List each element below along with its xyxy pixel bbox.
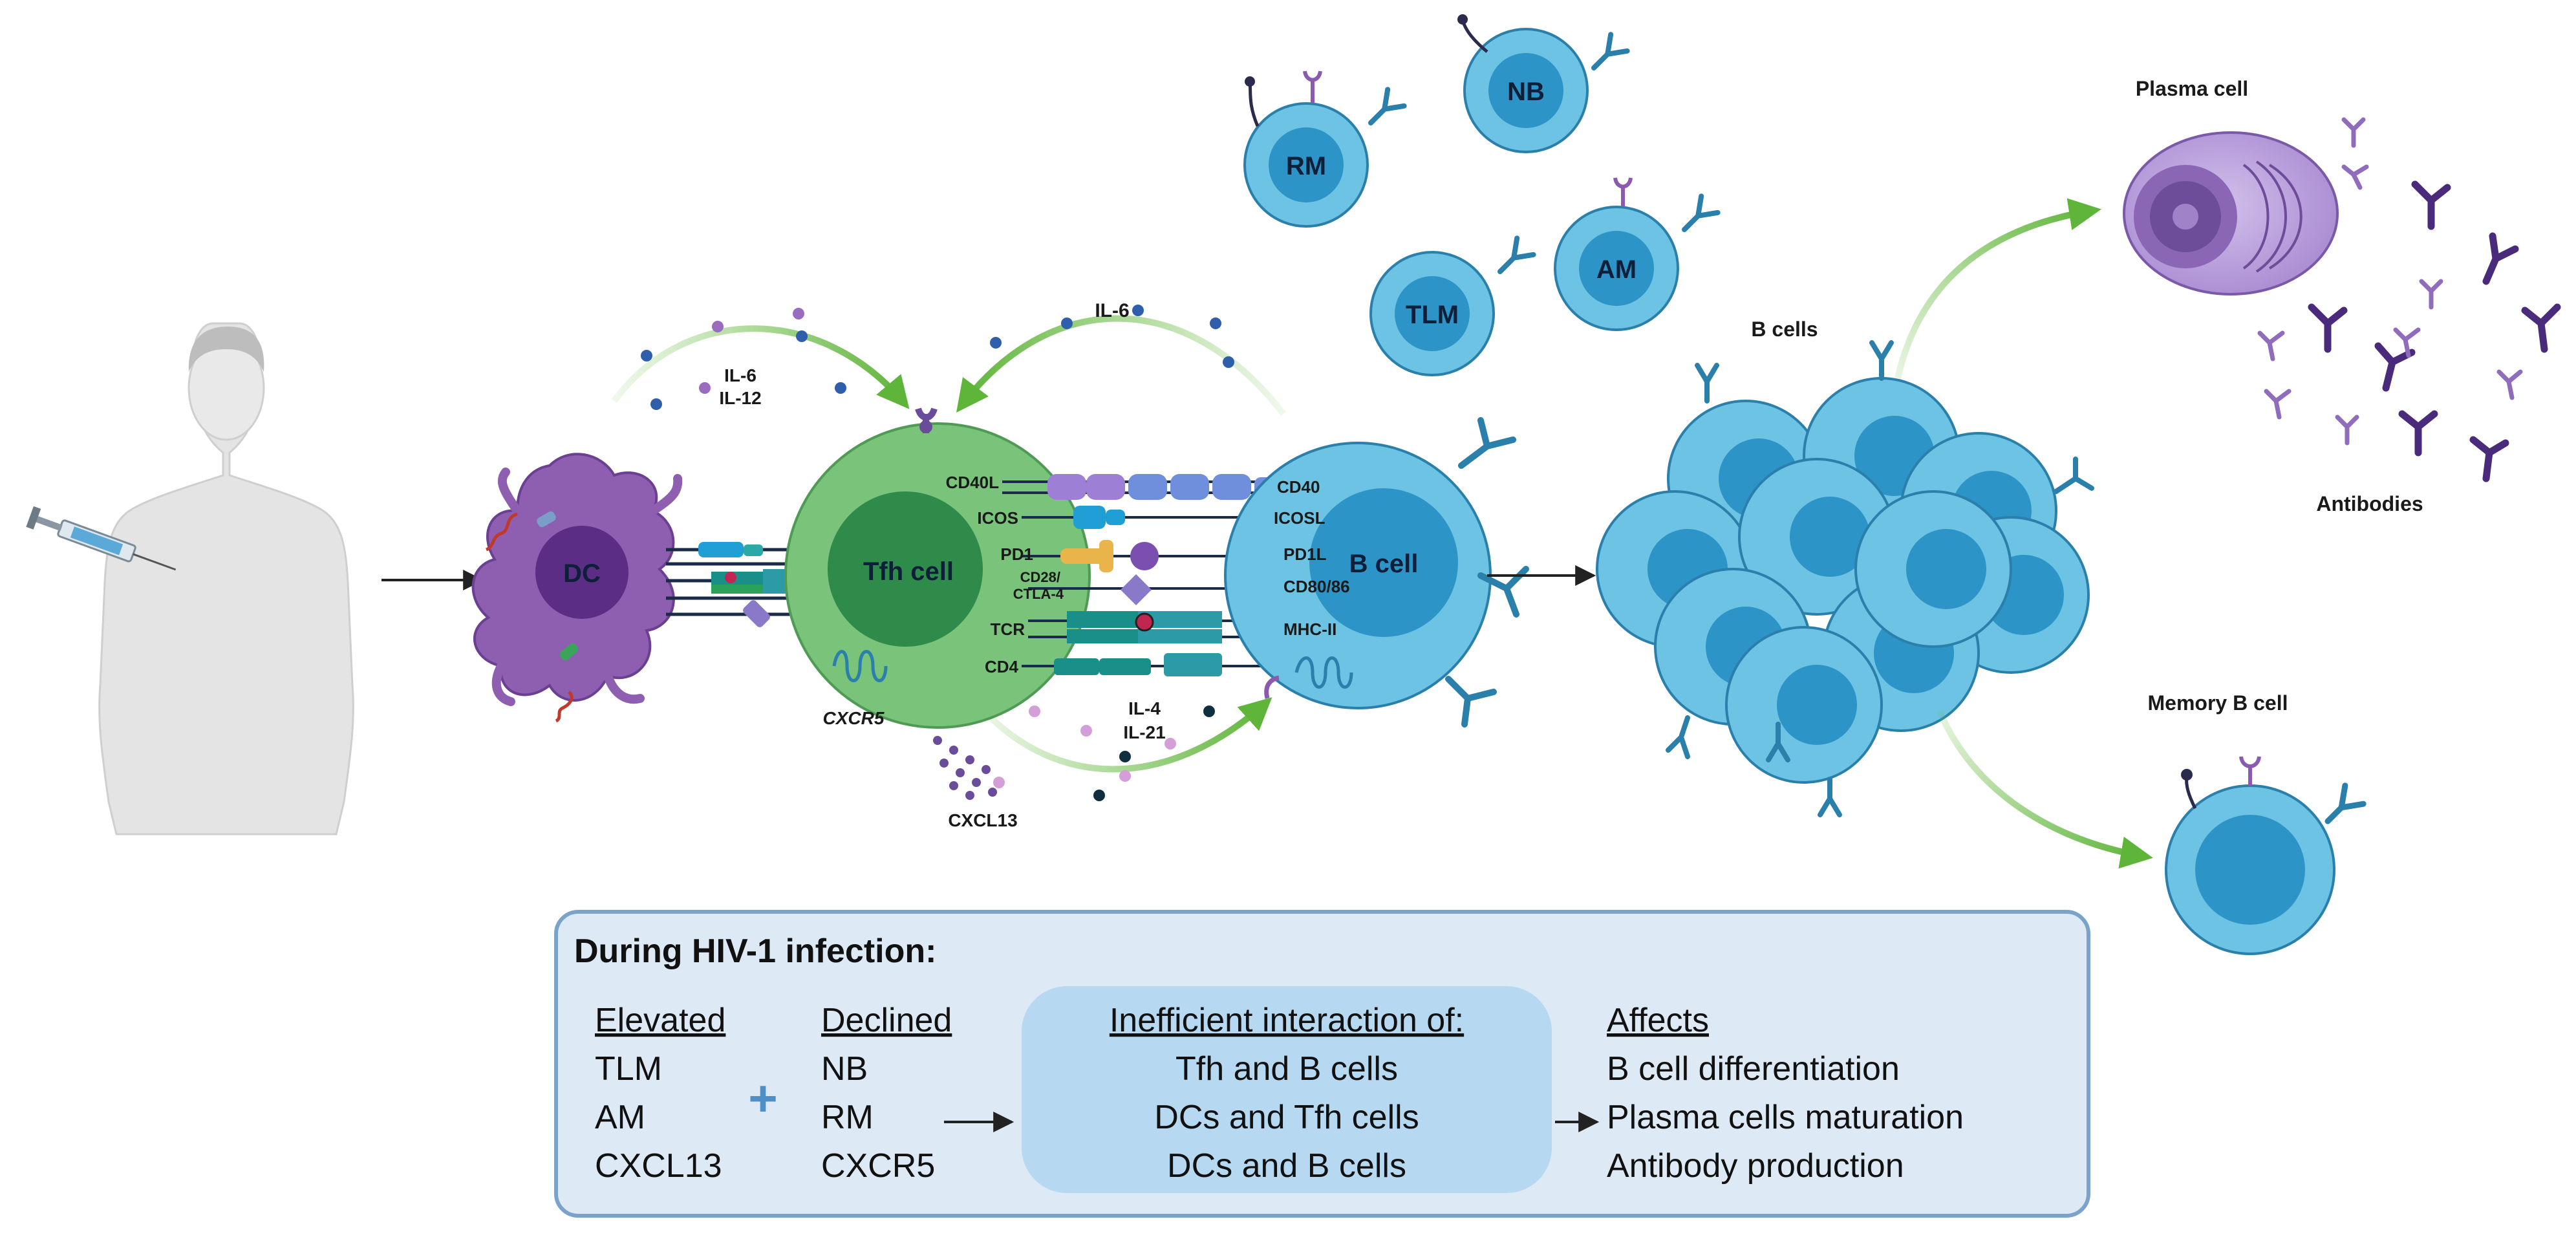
cxcl13-label: CXCL13: [948, 810, 1017, 830]
receptor-pd1: PD1: [1000, 544, 1033, 564]
nb-label: NB: [1507, 78, 1545, 106]
declined-item-rm: RM: [821, 1099, 874, 1136]
elevated-item-am: AM: [595, 1099, 645, 1136]
nb-cell: [1457, 14, 1630, 153]
receptor-icos: ICOS: [977, 508, 1018, 528]
affects-item-2: Plasma cells maturation: [1607, 1099, 1964, 1136]
rm-cell: [1243, 70, 1407, 228]
am-cell: [1554, 177, 1721, 331]
arrow-bcell-to-tfh: [956, 315, 1286, 416]
tfh-label: Tfh cell: [863, 557, 954, 586]
declined-heading: Declined: [821, 1002, 952, 1039]
il21-label: IL-21: [1123, 722, 1165, 742]
plus-sign: +: [748, 1070, 778, 1126]
tlm-cell: [1369, 235, 1536, 376]
receptor-cd28: CD28/: [1020, 569, 1060, 585]
arrow-dc-to-tfh: [611, 325, 910, 409]
inefficient-item-2: DCs and Tfh cells: [1154, 1099, 1419, 1136]
inefficient-item-1: Tfh and B cells: [1175, 1050, 1398, 1088]
elevated-item-cxcl13: CXCL13: [595, 1147, 722, 1185]
elevated-item-tlm: TLM: [595, 1050, 662, 1088]
person-figure: [98, 322, 354, 835]
b-cell-cluster: [1596, 340, 2094, 817]
cxcr5-receptor: [832, 650, 888, 682]
dc-label: DC: [563, 559, 601, 588]
receptor-icosl: ICOSL: [1274, 508, 1326, 528]
cytokine-dots: [641, 305, 1234, 801]
info-box: [554, 910, 2090, 1218]
receptor-cd4: CD4: [985, 657, 1019, 676]
inefficient-heading: Inefficient interaction of:: [1110, 1002, 1464, 1039]
declined-item-cxcr5: CXCR5: [821, 1147, 935, 1185]
receptor-cd40: CD40: [1277, 477, 1320, 497]
affects-item-1: B cell differentiation: [1607, 1050, 1900, 1088]
receptor-mhc: MHC-II: [1283, 620, 1336, 639]
receptor-pd1l: PD1L: [1283, 544, 1327, 564]
tfh-cell: [784, 407, 1091, 729]
memory-b-cell: [2165, 756, 2367, 955]
b-cells-cluster-label: B cells: [1751, 318, 1818, 341]
cxcr5-label: CXCR5: [823, 708, 885, 728]
am-label: AM: [1596, 255, 1637, 284]
il6-left-label: IL-6: [724, 365, 757, 385]
il12-label: IL-12: [719, 388, 761, 408]
affects-item-3: Antibody production: [1607, 1147, 1904, 1185]
inefficient-item-3: DCs and B cells: [1167, 1147, 1406, 1185]
receptor-tcr: TCR: [991, 620, 1025, 639]
bcell-label: B cell: [1349, 550, 1419, 578]
il4-label: IL-4: [1128, 698, 1161, 718]
inefficient-highlight: [1022, 986, 1552, 1193]
plasma-cell-label: Plasma cell: [2136, 77, 2248, 100]
receptor-cd80: CD80/86: [1283, 577, 1350, 596]
tlm-label: TLM: [1406, 301, 1459, 329]
plasma-cell: [2123, 131, 2339, 296]
receptor-ctla4: CTLA-4: [1013, 586, 1064, 602]
affects-heading: Affects: [1607, 1002, 1709, 1039]
arrow-cluster-to-plasma: [1894, 198, 2101, 380]
arrow-tfh-to-bcell: [971, 696, 1272, 773]
elevated-heading: Elevated: [595, 1002, 725, 1039]
dendritic-cell: [471, 453, 683, 723]
rm-label: RM: [1286, 152, 1326, 180]
cxcl13-dots: [933, 736, 997, 800]
arrow-cluster-to-memory: [1937, 710, 2153, 869]
b-cell: [1224, 417, 1529, 727]
info-box-title: During HIV-1 infection:: [574, 932, 936, 970]
receptor-cd40l: CD40L: [946, 473, 999, 492]
memory-b-cell-label: Memory B cell: [2148, 691, 2288, 715]
antibodies: [2257, 117, 2561, 482]
syringe-icon: [26, 506, 177, 571]
declined-item-nb: NB: [821, 1050, 868, 1088]
il6-top-label: IL-6: [1095, 300, 1129, 321]
antibodies-label: Antibodies: [2316, 492, 2423, 515]
